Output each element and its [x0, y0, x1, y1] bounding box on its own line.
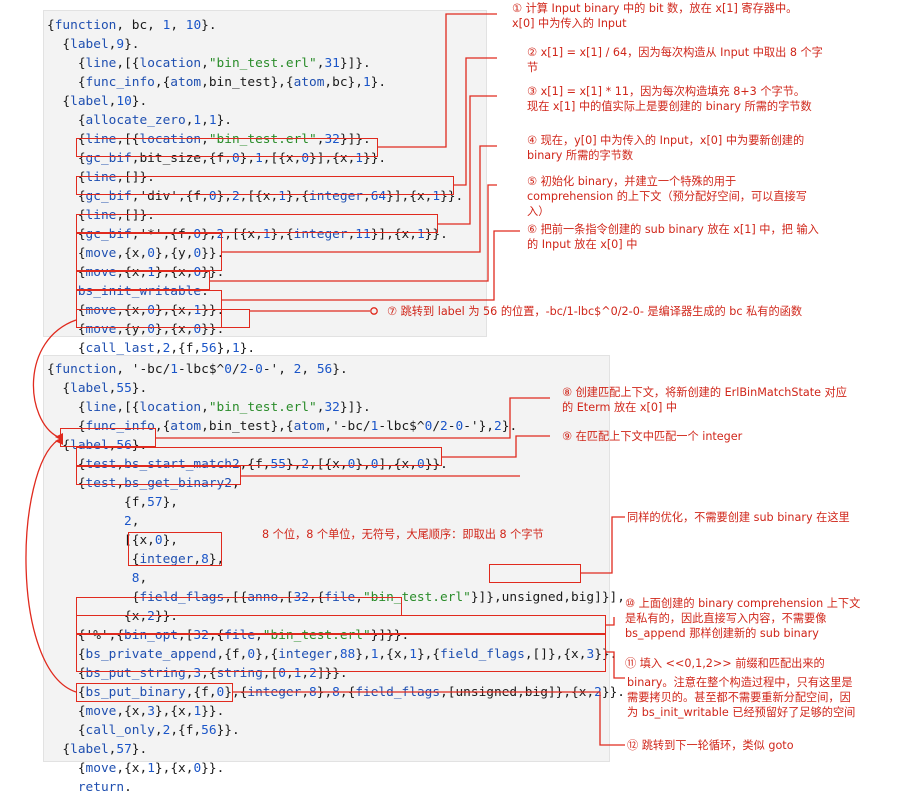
code2-line: [{x,0}, [47, 533, 179, 548]
code-block-lbc: {function, '-bc/1-lbc$^0/2-0-', 2, 56}. … [47, 360, 625, 797]
code1-line: bs_init_writable. [77, 284, 209, 299]
box-move-xy [76, 233, 222, 271]
code2-line: {field_flags,[{anno,[32,{file,"bin_test.… [47, 590, 625, 605]
code2-line: {move,{x,3},{x,1}}. [47, 704, 225, 719]
code2-line: {'%',{bin_opt,[32,{file,"bin_test.erl"}]… [47, 628, 410, 643]
code-panel-lbc [43, 355, 610, 762]
connector-9 [442, 435, 550, 458]
annotation-12: ⑫ 跳转到下一轮循环，类似 goto [627, 739, 794, 752]
code2-line: {func_info,{atom,bin_test},{atom,'-bc/1-… [47, 419, 518, 434]
annotation-1: ① 计算 Input binary 中的 bit 数，放在 x[1] 寄存器中。… [512, 2, 798, 30]
code2-line: {x,2}}. [47, 609, 179, 624]
connector-6 [222, 230, 520, 301]
connector-4 [222, 145, 497, 253]
box-start-match [76, 447, 442, 466]
code2-line: {label,55}. [47, 381, 148, 396]
connector-same [581, 516, 625, 574]
annotation-9: ⑨ 在匹配上下文中匹配一个 integer [562, 430, 743, 443]
annotation-8: ⑧ 创建匹配上下文，将新创建的 ErlBinMatchState 对应 的 Et… [562, 386, 847, 414]
box-init-writable [76, 271, 210, 290]
code1-line: {func_info,{atom,bin_test},{atom,bc},1}. [47, 75, 387, 90]
connector-8 [156, 397, 550, 439]
box-div [76, 176, 454, 195]
code2-line: {label,57}. [47, 742, 148, 757]
code2-line: 2, [124, 514, 140, 529]
annotation-mid: 8 个位，8 个单位，无符号，大尾顺序：即取出 8 个字节 [262, 528, 544, 541]
connector-lines [25, 13, 625, 746]
code-panel-bc [43, 10, 487, 337]
code1-line: {move,{y,0},{x,0}}. [47, 322, 225, 337]
box-call-only [76, 683, 233, 702]
code-block-bc: {function, bc, 1, 10}. {label,9}. {line,… [47, 16, 463, 358]
code2-line: {f,57}, [47, 495, 179, 510]
annotation-7: ⑦ 跳转到 label 为 56 的位置，-bc/1-lbc$^0/2-0- 是… [387, 305, 803, 318]
code1-line: {line,[{location,"bin_test.erl",31}]}. [47, 56, 371, 71]
box-put-string-binary [76, 634, 606, 672]
connector-11 [606, 651, 625, 679]
code1-line: {function, bc, 1, 10}. [47, 18, 217, 33]
annotation-2: ② x[1] = x[1] / 64，因为每次构造从 Input 中取出 8 个… [527, 46, 823, 74]
code1-line: {gc_bif,bit_size,{f,0},1,[{x,0}],{x,1}}. [47, 151, 387, 166]
code1-line: {allocate_zero,1,1}. [47, 113, 232, 128]
annotation-10: ⑩ 上面创建的 binary comprehension 上下文 是私有的，因此… [625, 597, 861, 640]
connector-12 [233, 691, 625, 746]
code2-line: {label,56}. [47, 438, 148, 453]
connector-2 [454, 57, 497, 186]
code1-line: {label,10}. [47, 94, 148, 109]
code2-line: {line,[{location,"bin_test.erl",32}]}. [47, 400, 371, 415]
code1-line: {move,{x,0},{y,0}}. [47, 246, 225, 261]
box-get-binary [76, 466, 241, 485]
annotation-same: 同样的优化，不需要创建 sub binary 在这里 [627, 511, 850, 524]
connector-10 [606, 617, 615, 626]
code2-line: {call_only,2,{f,56}}. [47, 723, 240, 738]
code2-line: {test,bs_get_binary2, [47, 476, 240, 491]
annotation-4: ④ 现在，y[0] 中为传入的 Input，x[0] 中为要新创建的 binar… [527, 134, 805, 162]
code2-line: {test,bs_start_match2,{f,55},2,[{x,0},0]… [47, 457, 448, 472]
annotation-11: ⑪ 填入 <<0,1,2>> 前缀和匹配出来的 [625, 657, 825, 670]
annotation-5: ⑤ 初始化 binary，并建立一个特殊的用于 comprehension 的上… [527, 175, 807, 218]
code2-line: {function, '-bc/1-lbc$^0/2-0-', 2, 56}. [47, 362, 348, 377]
annotation-11b: binary。注意在整个构造过程中，只有这里是 需要拷贝的。甚至都不需要重新分配… [627, 676, 856, 719]
connector-3 [438, 95, 497, 225]
code1-line: {line,[]}. [47, 208, 155, 223]
loop-arrow-call-only [25, 439, 77, 693]
code1-line: {gc_bif,'*',{f,0},2,[{x,1},{integer,11}]… [47, 227, 448, 242]
code2-line: 8, [131, 571, 148, 586]
connector-7-dot [370, 307, 378, 315]
box-integer-8 [128, 532, 222, 566]
code1-line: {line,[{location,"bin_test.erl",32}]}. [47, 132, 371, 147]
code1-line: {gc_bif,'div',{f,0},2,[{x,1},{integer,64… [47, 189, 464, 204]
code1-line: {move,{x,0},{x,1}}. [47, 303, 225, 318]
box-private-append [76, 615, 606, 634]
connector-1 [378, 13, 497, 148]
annotation-3: ③ x[1] = x[1] * 11，因为每次构造填充 8+3 个字节。 现在 … [527, 85, 812, 113]
box-unsigned-big [489, 564, 581, 583]
annotation-6: ⑥ 把前一条指令创建的 sub binary 放在 x[1] 中，把 输入 的 … [527, 223, 819, 251]
code1-line: {call_last,2,{f,56},1}. [47, 341, 256, 356]
box-call-last [76, 309, 250, 328]
code2-line: {bs_put_string,3,{string,[0,1,2]}}. [47, 666, 348, 681]
code1-line: {label,9}. [47, 37, 140, 52]
code2-line: {integer,8}, [47, 552, 225, 567]
code1-line: {line,[]}. [47, 170, 155, 185]
box-bit-size [76, 138, 378, 157]
code2-line: {bs_private_append,{f,0},{integer,88},1,… [47, 647, 618, 662]
code2-line: return. [77, 780, 132, 795]
box-mul [76, 214, 438, 233]
loop-arrow-call-last [32, 319, 77, 438]
code1-line: {move,{x,1},{x,0}}. [47, 265, 225, 280]
connector-5 [210, 184, 497, 282]
